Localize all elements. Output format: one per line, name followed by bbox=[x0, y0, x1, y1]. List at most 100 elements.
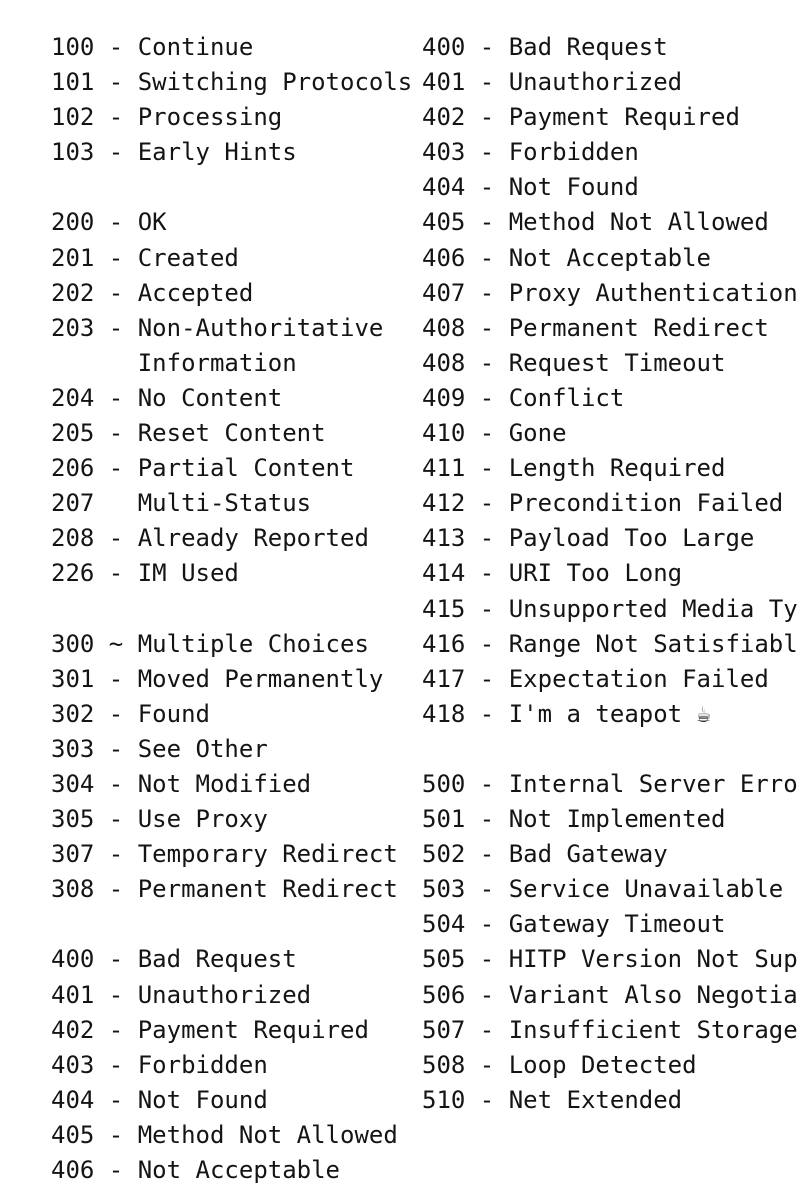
separator: - bbox=[94, 664, 138, 693]
status-label: Found bbox=[137, 699, 210, 728]
status-code: 400 bbox=[422, 33, 466, 61]
status-label: Partial Content bbox=[137, 454, 355, 483]
status-label: Already Reported bbox=[137, 524, 369, 553]
status-row: 226 - IM Used bbox=[51, 556, 419, 591]
status-row: 501 - Not Implemented bbox=[422, 802, 800, 837]
status-row: 507 - Insufficient Storage bbox=[422, 1013, 800, 1048]
status-code: 408 bbox=[422, 348, 466, 377]
separator: - bbox=[94, 243, 138, 272]
status-label: OK bbox=[137, 208, 167, 237]
separator: - bbox=[94, 1015, 138, 1044]
status-label: Created bbox=[137, 243, 239, 272]
status-label: I'm a teapot ☕ bbox=[508, 699, 712, 728]
status-code: 404 bbox=[422, 173, 466, 202]
status-row: 405 - Method Not Allowed bbox=[422, 205, 800, 240]
separator: - bbox=[465, 664, 509, 693]
status-row: 401 - Unauthorized bbox=[51, 978, 419, 1013]
spacer-row bbox=[51, 170, 419, 205]
status-code: 206 bbox=[51, 454, 95, 483]
separator: - bbox=[94, 1156, 138, 1184]
status-row: 204 - No Content bbox=[51, 381, 419, 416]
status-label: Request Timeout bbox=[508, 348, 726, 377]
status-label: Multiple Choices bbox=[137, 629, 369, 658]
separator: - bbox=[465, 383, 509, 412]
status-row: 500 - Internal Server Erro bbox=[422, 767, 800, 802]
separator: - bbox=[465, 594, 509, 623]
status-label: Variant Also Negotia bbox=[508, 980, 798, 1009]
status-label: Not Acceptable bbox=[137, 1156, 341, 1184]
status-code: 402 bbox=[51, 1015, 95, 1044]
status-code bbox=[51, 349, 94, 377]
spacer-row bbox=[422, 732, 800, 767]
separator: - bbox=[94, 805, 138, 834]
status-code: 308 bbox=[51, 875, 95, 904]
status-row: 404 - Not Found bbox=[51, 1083, 419, 1118]
status-row: 206 - Partial Content bbox=[51, 451, 419, 486]
status-code: 103 bbox=[51, 138, 95, 167]
separator: - bbox=[94, 454, 138, 483]
status-row: 506 - Variant Also Negotia bbox=[422, 978, 800, 1013]
status-label: Forbidden bbox=[508, 138, 639, 167]
status-label: Reset Content bbox=[137, 419, 326, 448]
separator: - bbox=[94, 734, 138, 763]
status-label: Use Proxy bbox=[137, 805, 268, 834]
status-code: 505 bbox=[422, 945, 466, 974]
status-row: 301 - Moved Permanently bbox=[51, 662, 419, 697]
separator: - bbox=[94, 33, 138, 61]
status-code: 226 bbox=[51, 559, 95, 588]
status-row: 305 - Use Proxy bbox=[51, 802, 419, 837]
status-code: 400 bbox=[51, 945, 95, 974]
status-row: 410 - Gone bbox=[422, 416, 800, 451]
separator: - bbox=[465, 313, 509, 342]
status-label: HITP Version Not Sup bbox=[508, 945, 798, 974]
separator bbox=[94, 489, 137, 517]
status-code: 407 bbox=[422, 278, 466, 307]
status-code: 409 bbox=[422, 383, 466, 412]
status-row: 402 - Payment Required bbox=[422, 100, 800, 135]
separator bbox=[94, 349, 137, 377]
status-code: 207 bbox=[51, 489, 95, 518]
separator: - bbox=[94, 383, 138, 412]
status-code: 406 bbox=[51, 1156, 95, 1184]
status-code: 502 bbox=[422, 840, 466, 869]
status-row: 200 - OK bbox=[51, 205, 419, 240]
status-row: 308 - Permanent Redirect bbox=[51, 872, 419, 907]
status-code: 200 bbox=[51, 208, 95, 237]
status-label: Not Found bbox=[137, 1085, 268, 1114]
separator: - bbox=[94, 1085, 138, 1114]
status-code: 305 bbox=[51, 805, 95, 834]
status-label: Switching Protocols bbox=[137, 68, 413, 97]
separator: - bbox=[94, 980, 138, 1009]
status-row: 406 - Not Acceptable bbox=[422, 241, 800, 276]
status-code: 501 bbox=[422, 805, 466, 834]
separator: - bbox=[94, 138, 138, 167]
status-label: Range Not Satisfiabl bbox=[508, 629, 798, 658]
spacer-row bbox=[51, 592, 419, 627]
status-code: 406 bbox=[422, 243, 466, 272]
status-row: 400 - Bad Request bbox=[422, 30, 800, 65]
status-row: 409 - Conflict bbox=[422, 381, 800, 416]
status-label: Method Not Allowed bbox=[137, 1120, 398, 1149]
status-row: 504 - Gateway Timeout bbox=[422, 907, 800, 942]
status-row: 205 - Reset Content bbox=[51, 416, 419, 451]
status-label: Not Acceptable bbox=[508, 243, 712, 272]
status-code: 405 bbox=[51, 1120, 95, 1149]
status-label: Conflict bbox=[508, 383, 625, 412]
separator: - bbox=[465, 1015, 509, 1044]
status-label: Processing bbox=[137, 103, 283, 132]
status-code: 402 bbox=[422, 103, 466, 132]
status-code: 410 bbox=[422, 419, 466, 448]
status-code: 401 bbox=[51, 980, 95, 1009]
status-label: Precondition Failed bbox=[508, 489, 784, 518]
status-label: Method Not Allowed bbox=[508, 208, 769, 237]
status-label: Permanent Redirect bbox=[508, 313, 769, 342]
status-row: 417 - Expectation Failed bbox=[422, 662, 800, 697]
status-label: Insufficient Storage bbox=[508, 1015, 798, 1044]
status-code: 300 bbox=[51, 629, 95, 658]
separator: - bbox=[94, 875, 138, 904]
status-code: 404 bbox=[51, 1085, 95, 1114]
separator: - bbox=[94, 945, 138, 974]
separator: - bbox=[94, 68, 138, 97]
spacer-row bbox=[51, 907, 419, 942]
status-code: 506 bbox=[422, 980, 466, 1009]
